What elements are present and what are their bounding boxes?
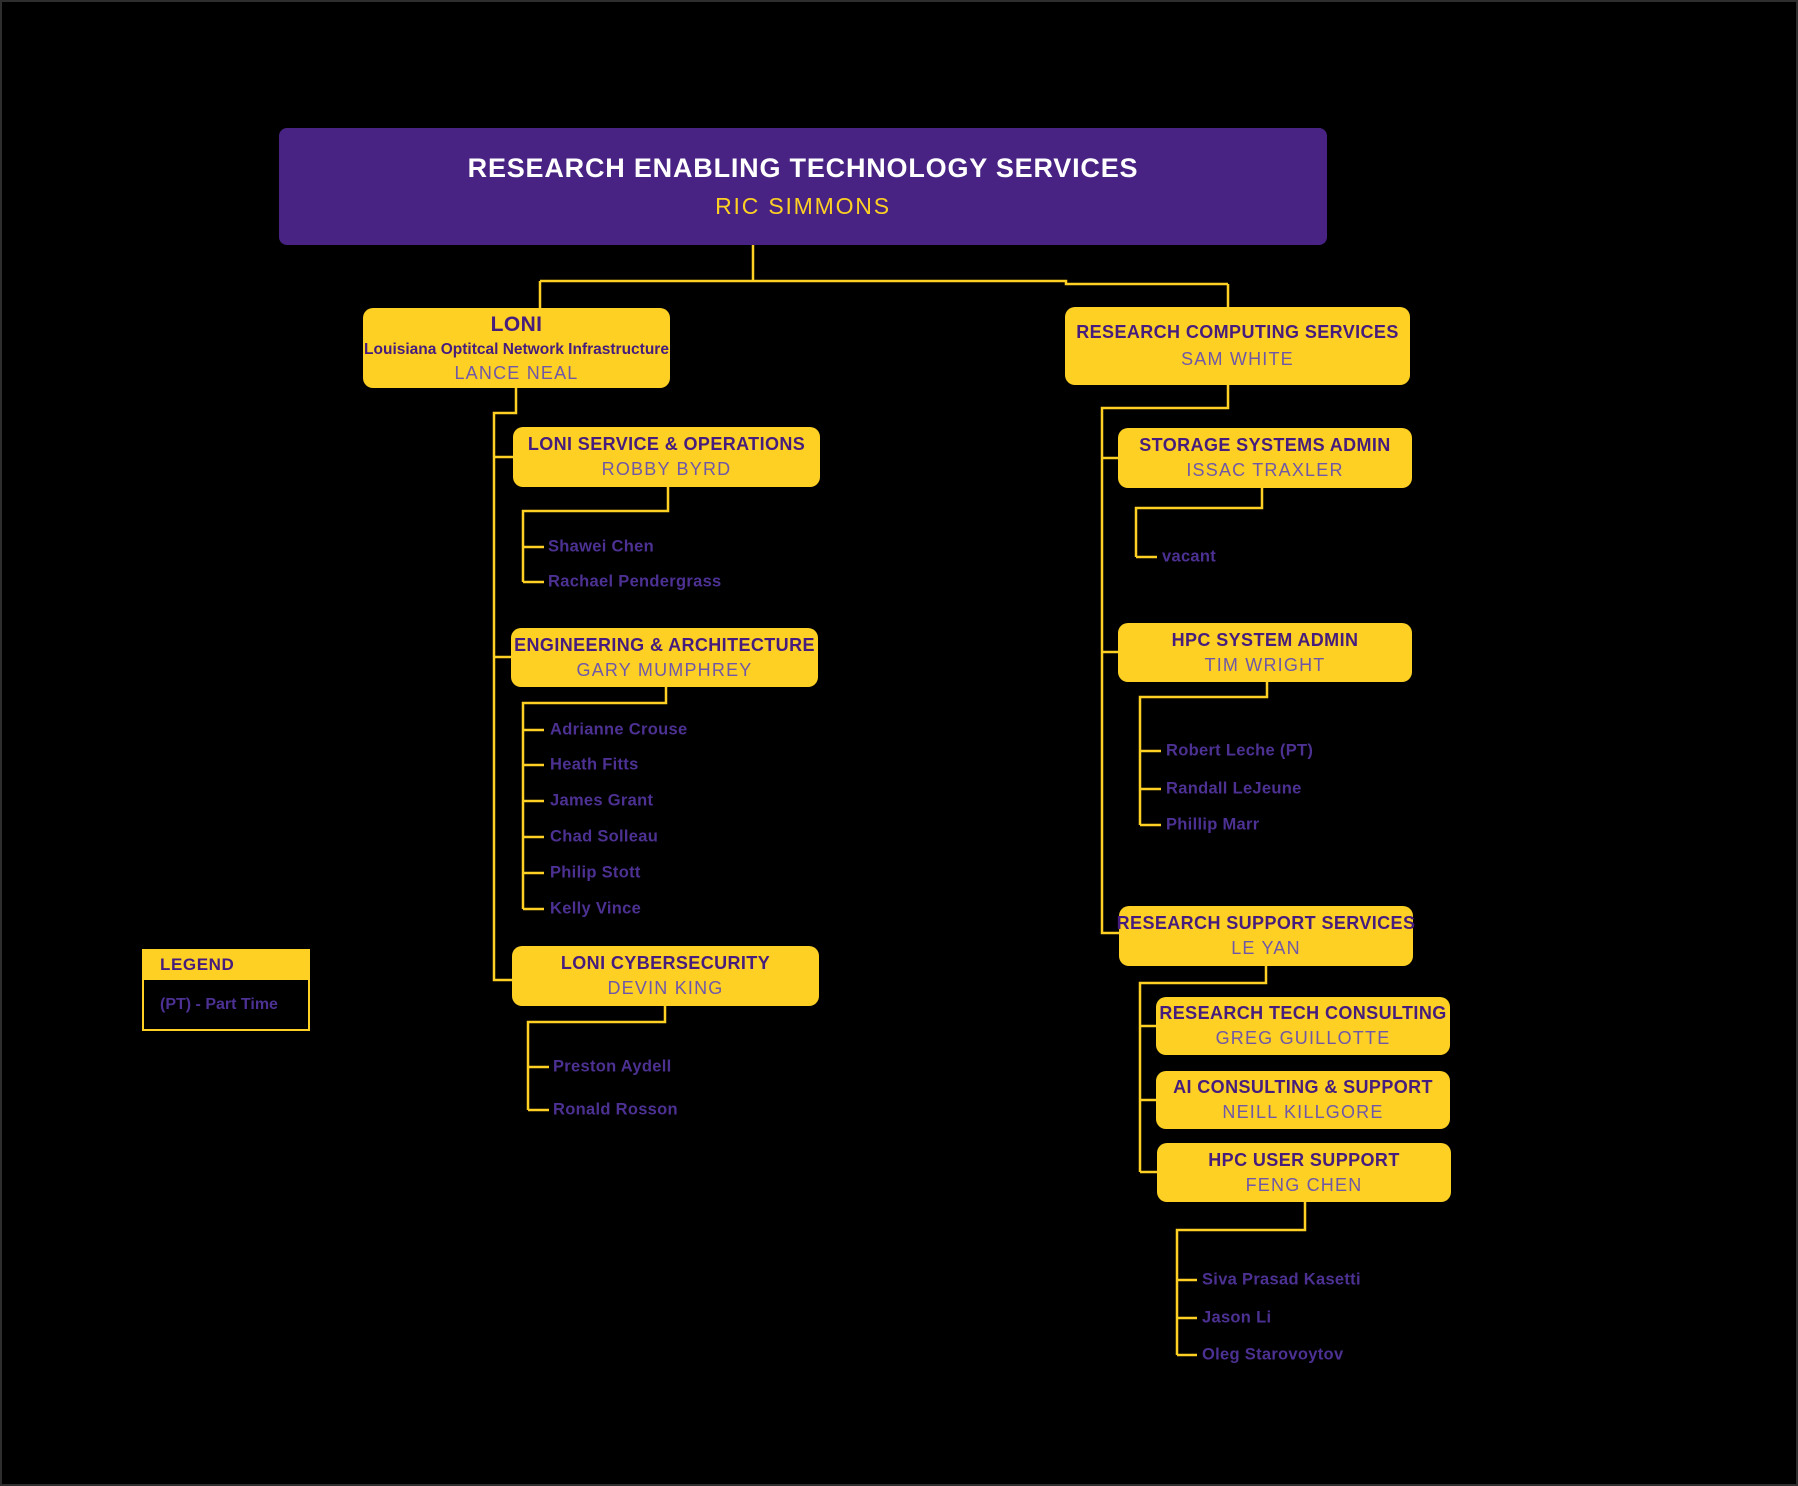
org-box-title: RESEARCH ENABLING TECHNOLOGY SERVICES xyxy=(467,153,1139,183)
org-box-person: LE YAN xyxy=(1231,938,1301,958)
staff-name: Jason Li xyxy=(1202,1308,1272,1327)
org-box-title: LONI SERVICE & OPERATIONS xyxy=(527,434,806,454)
org-box-person: GREG GUILLOTTE xyxy=(1215,1028,1391,1048)
org-box-title: HPC USER SUPPORT xyxy=(1208,1149,1400,1170)
staff-name: Siva Prasad Kasetti xyxy=(1202,1270,1361,1289)
connector xyxy=(521,687,668,909)
staff-name: Adrianne Crouse xyxy=(550,720,688,739)
org-box-ai-consulting-support: AI CONSULTING & SUPPORT NEILL KILLGORE xyxy=(1156,1071,1450,1129)
legend-entry: (PT) - Part Time xyxy=(160,995,278,1013)
staff-name: Ronald Rosson xyxy=(553,1100,678,1119)
staff-name: Chad Solleau xyxy=(550,827,659,846)
org-box-title: ENGINEERING & ARCHITECTURE xyxy=(514,634,815,655)
connector xyxy=(1134,488,1264,557)
org-box-person: NEILL KILLGORE xyxy=(1222,1102,1384,1122)
org-box-person: LANCE NEAL xyxy=(454,362,579,383)
staff-name: vacant xyxy=(1162,547,1217,566)
connector xyxy=(1138,966,1268,1172)
org-box-hpc-user-support: HPC USER SUPPORT FENG CHEN xyxy=(1157,1143,1451,1202)
staff-name: Randall LeJeune xyxy=(1166,779,1302,798)
org-box-subtitle: Louisiana Optitcal Network Infrastructur… xyxy=(364,340,669,358)
connector xyxy=(1175,1202,1307,1355)
org-box-title: AI CONSULTING & SUPPORT xyxy=(1173,1077,1433,1097)
org-box-title: LONI CYBERSECURITY xyxy=(560,953,771,973)
org-box-loni-service-operations: LONI SERVICE & OPERATIONS ROBBY BYRD xyxy=(513,427,820,487)
org-box-title: STORAGE SYSTEMS ADMIN xyxy=(1139,435,1391,455)
connector-group xyxy=(492,245,1307,1357)
org-box-title: RESEARCH SUPPORT SERVICES xyxy=(1116,913,1416,933)
staff-name: Phillip Marr xyxy=(1166,815,1260,834)
connector xyxy=(1138,682,1269,825)
legend-title: LEGEND xyxy=(160,954,235,974)
staff-name: Philip Stott xyxy=(550,863,641,882)
staff-name: Robert Leche (PT) xyxy=(1166,741,1314,760)
org-box-person: ISSAC TRAXLER xyxy=(1186,460,1344,480)
staff-name: James Grant xyxy=(550,791,654,810)
org-box-title: HPC SYSTEM ADMIN xyxy=(1171,629,1359,650)
org-box-research-tech-consulting: RESEARCH TECH CONSULTING GREG GUILLOTTE xyxy=(1156,997,1450,1055)
staff-name: Shawei Chen xyxy=(548,537,654,556)
org-box-person: RIC SIMMONS xyxy=(715,193,891,219)
org-box-title: RESEARCH TECH CONSULTING xyxy=(1159,1003,1447,1023)
org-box-research-support-services: RESEARCH SUPPORT SERVICES LE YAN xyxy=(1116,906,1416,966)
org-box-storage-systems-admin: STORAGE SYSTEMS ADMIN ISSAC TRAXLER xyxy=(1118,428,1412,488)
connector xyxy=(1100,385,1230,935)
org-box-person: TIM WRIGHT xyxy=(1204,654,1326,675)
staff-name: Preston Aydell xyxy=(553,1057,672,1076)
org-box-title: RESEARCH COMPUTING SERVICES xyxy=(1076,322,1399,342)
org-box-person: DEVIN KING xyxy=(607,978,724,998)
org-box-research-enabling-technology-services: RESEARCH ENABLING TECHNOLOGY SERVICES RI… xyxy=(279,128,1327,245)
connector xyxy=(492,388,518,982)
staff-name: Oleg Starovoytov xyxy=(1202,1345,1344,1364)
org-box-title: LONI xyxy=(490,312,543,336)
org-box-person: GARY MUMPHREY xyxy=(576,659,753,680)
staff-name: Heath Fitts xyxy=(550,755,639,774)
connector xyxy=(540,279,1228,286)
org-box-research-computing-services: RESEARCH COMPUTING SERVICES SAM WHITE xyxy=(1065,307,1410,385)
legend-header: LEGEND xyxy=(142,949,310,980)
connector xyxy=(521,487,670,582)
org-box-engineering-architecture: ENGINEERING & ARCHITECTURE GARY MUMPHREY xyxy=(511,628,818,687)
org-box-hpc-system-admin: HPC SYSTEM ADMIN TIM WRIGHT xyxy=(1118,623,1412,682)
staff-name: Rachael Pendergrass xyxy=(548,572,722,591)
org-box-person: SAM WHITE xyxy=(1181,349,1294,369)
org-box-person: FENG CHEN xyxy=(1245,1174,1363,1195)
org-box-person: ROBBY BYRD xyxy=(601,459,732,479)
org-box-loni: LONI Louisiana Optitcal Network Infrastr… xyxy=(363,308,670,388)
legend-body: (PT) - Part Time xyxy=(142,980,310,1031)
org-box-loni-cybersecurity: LONI CYBERSECURITY DEVIN KING xyxy=(512,946,819,1006)
staff-name: Kelly Vince xyxy=(550,899,642,918)
